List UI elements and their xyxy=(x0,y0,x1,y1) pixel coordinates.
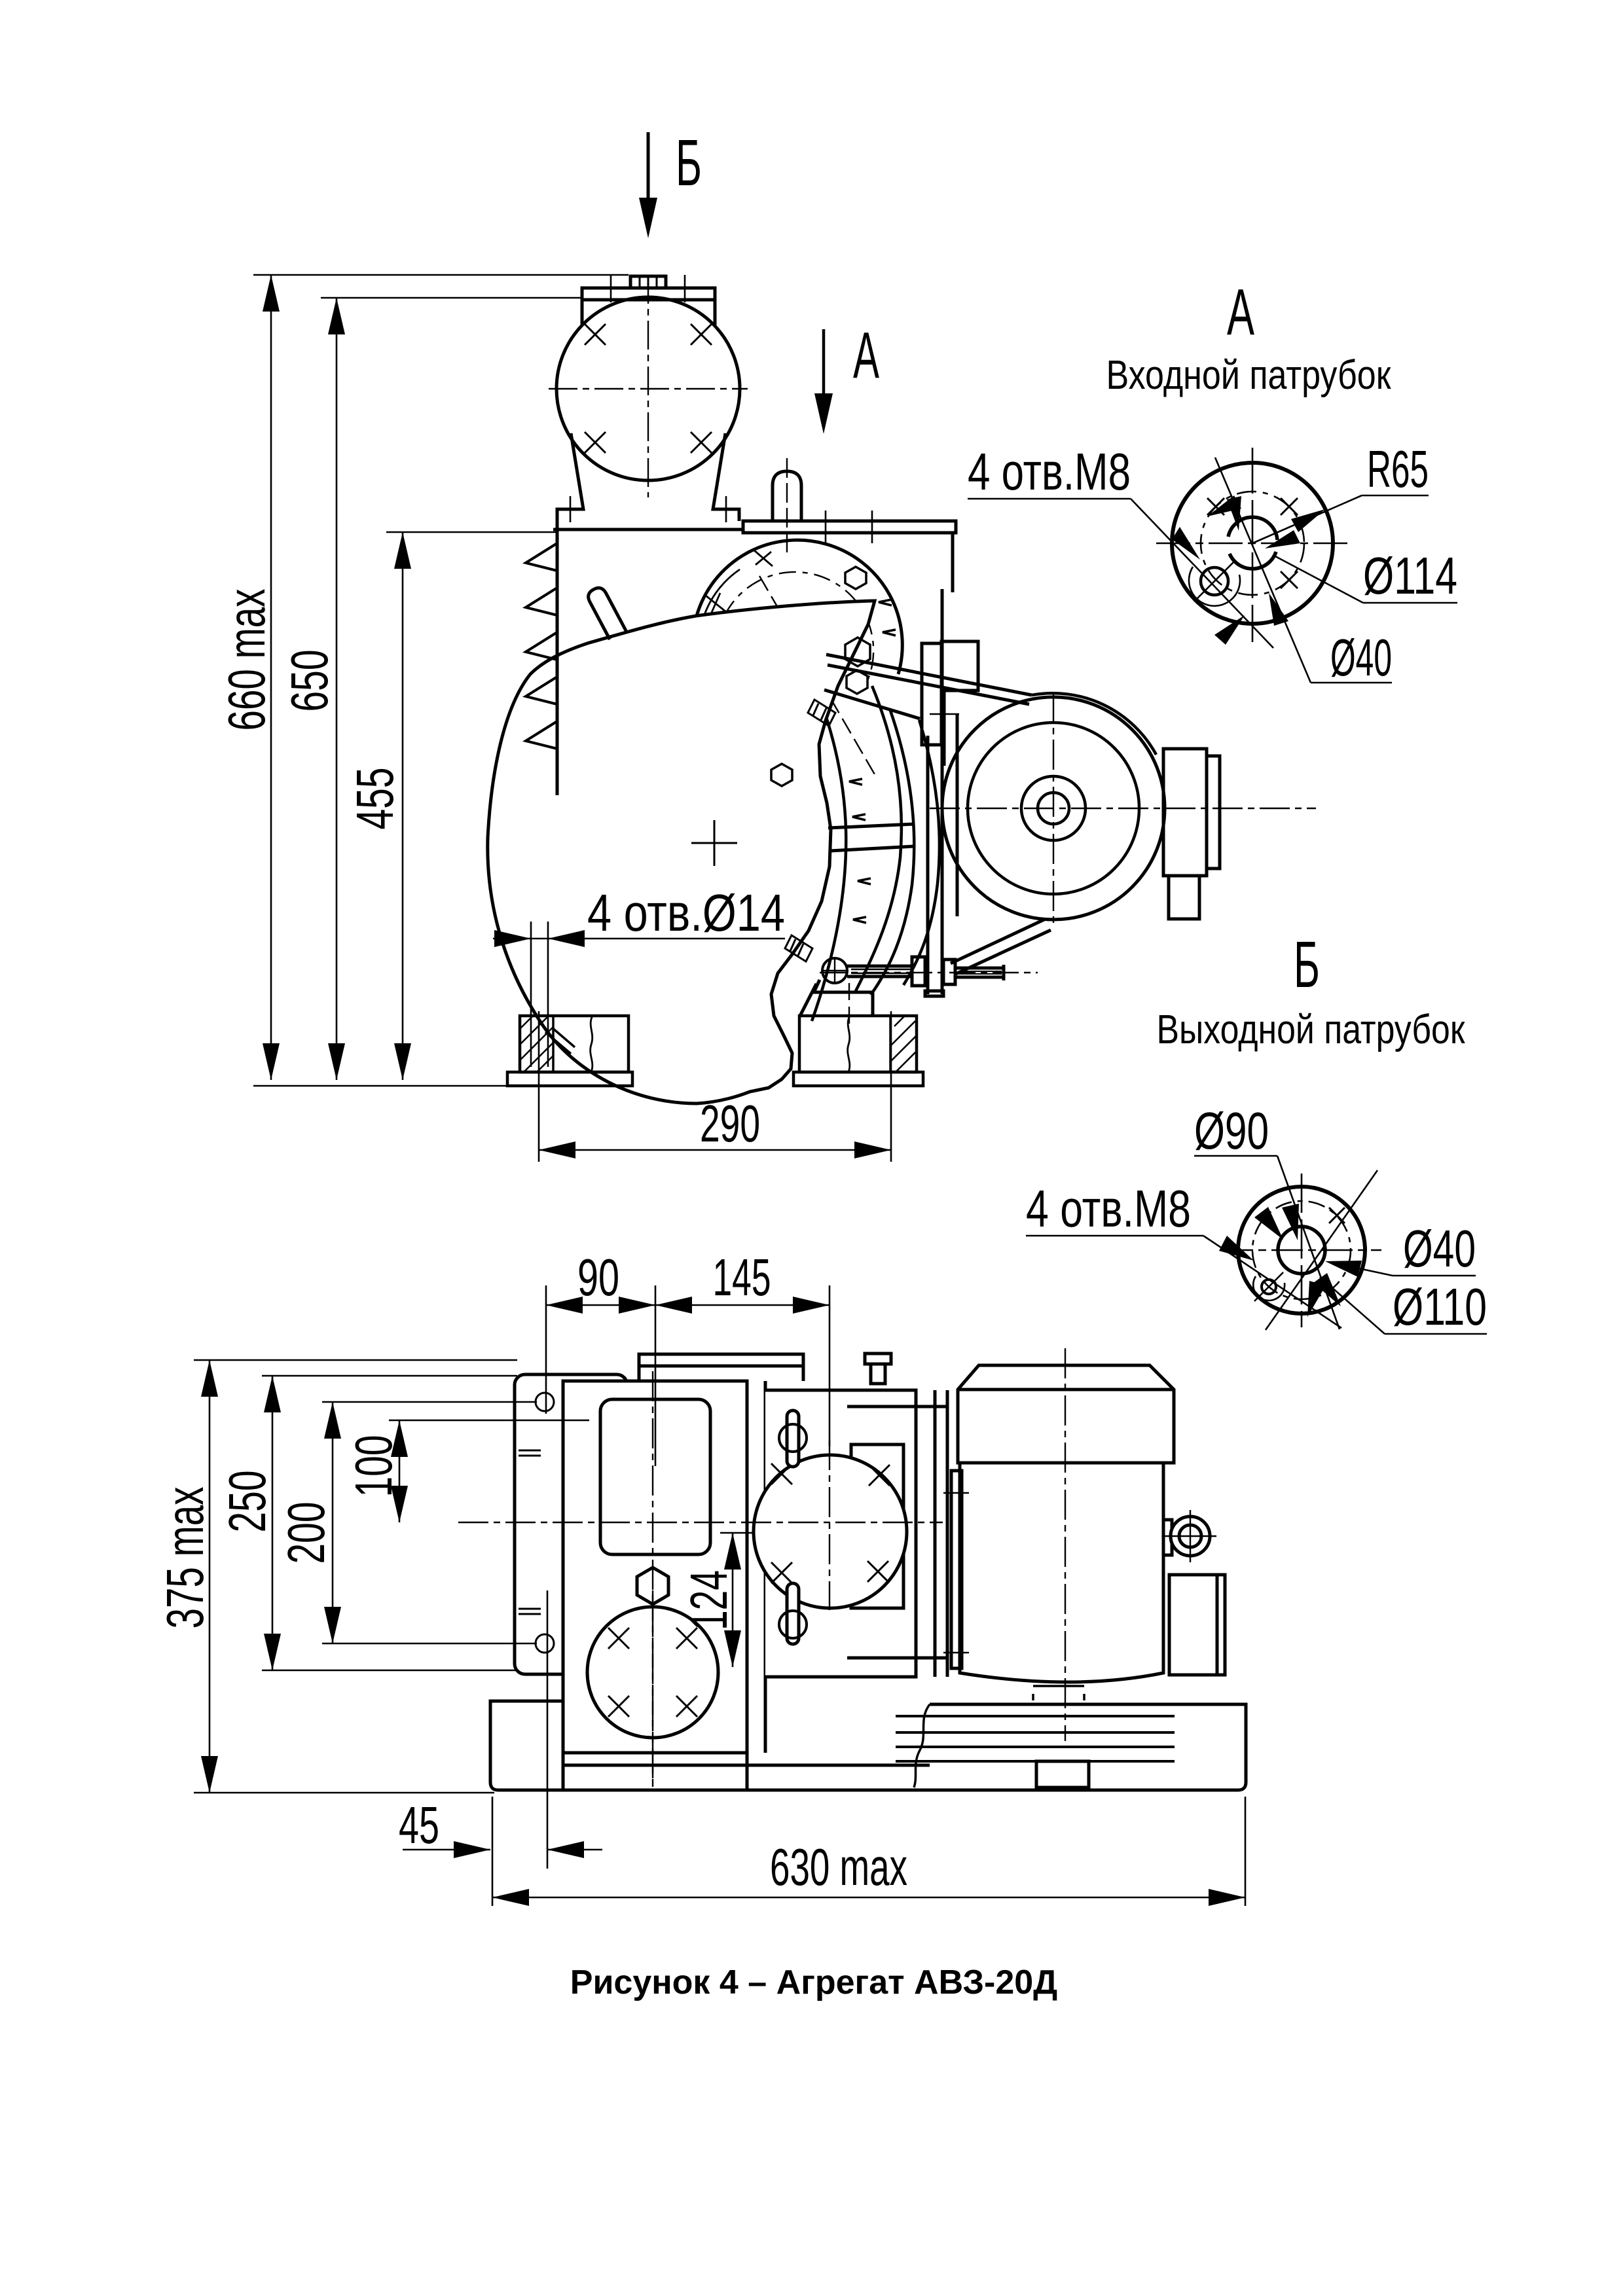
svg-text:Ø40: Ø40 xyxy=(1403,1219,1476,1278)
svg-text:124: 124 xyxy=(680,1570,738,1630)
svg-text:145: 145 xyxy=(713,1248,771,1306)
svg-text:Ø90: Ø90 xyxy=(1194,1102,1269,1160)
svg-text:4 отв.М8: 4 отв.М8 xyxy=(1026,1179,1191,1238)
svg-text:4 отв.Ø14: 4 отв.Ø14 xyxy=(587,884,785,942)
svg-text:Выходной патрубок: Выходной патрубок xyxy=(1157,1007,1466,1052)
svg-text:Ø110: Ø110 xyxy=(1393,1278,1487,1336)
svg-text:Ø40: Ø40 xyxy=(1330,628,1392,687)
svg-text:660 max: 660 max xyxy=(217,589,276,731)
svg-text:Рисунок 4 – Агрегат АВЗ-20Д: Рисунок 4 – Агрегат АВЗ-20Д xyxy=(570,1964,1057,2001)
svg-text:4 отв.М8: 4 отв.М8 xyxy=(968,442,1131,501)
svg-text:Б: Б xyxy=(1294,928,1320,1001)
svg-text:455: 455 xyxy=(346,768,404,830)
svg-text:375 max: 375 max xyxy=(156,1487,214,1629)
svg-text:290: 290 xyxy=(700,1094,760,1153)
svg-text:А: А xyxy=(853,319,879,392)
svg-text:90: 90 xyxy=(577,1248,619,1306)
svg-text:200: 200 xyxy=(277,1502,335,1564)
svg-text:Б: Б xyxy=(676,126,702,200)
svg-text:45: 45 xyxy=(399,1796,439,1854)
svg-text:А: А xyxy=(1227,276,1254,349)
svg-text:250: 250 xyxy=(218,1471,276,1533)
svg-text:630 max: 630 max xyxy=(770,1838,907,1896)
svg-text:Входной патрубок: Входной патрубок xyxy=(1106,353,1392,398)
svg-text:650: 650 xyxy=(280,650,338,712)
svg-text:R65: R65 xyxy=(1367,440,1429,498)
svg-text:Ø114: Ø114 xyxy=(1363,547,1457,605)
svg-text:100: 100 xyxy=(344,1435,403,1498)
